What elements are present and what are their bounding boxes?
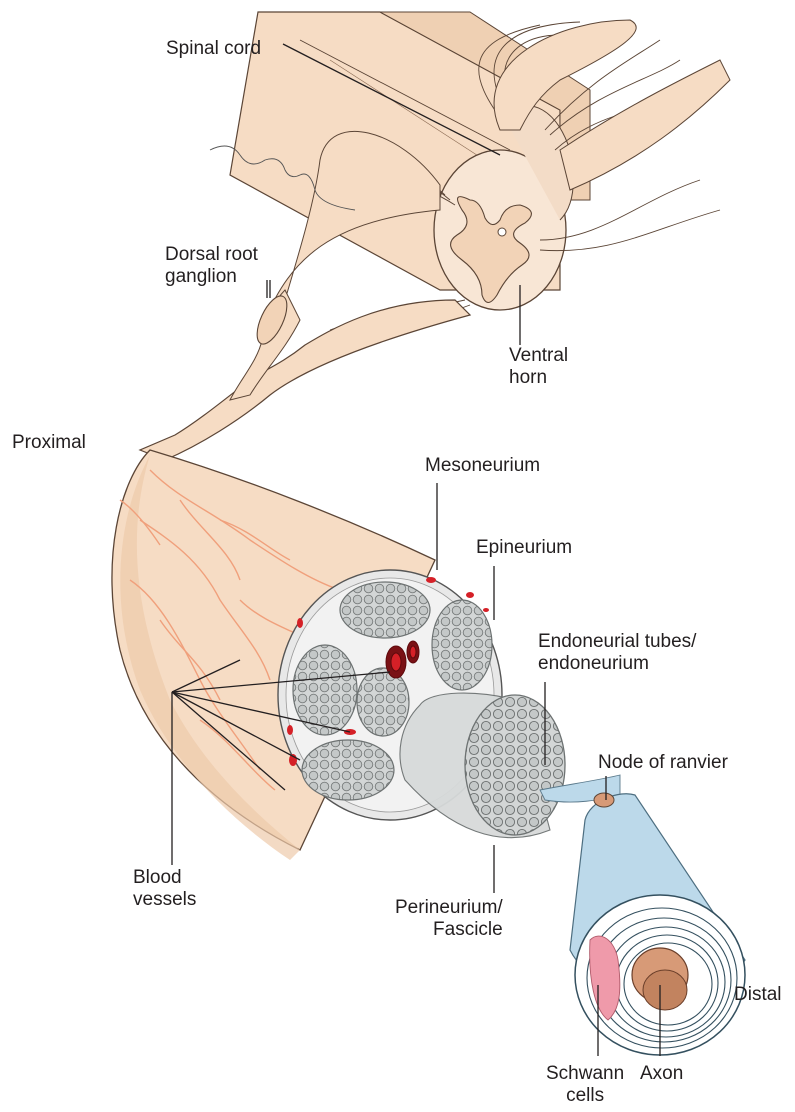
label-endo-line1: Endoneurial tubes/ — [538, 631, 696, 653]
label-ventral-line2: horn — [509, 367, 568, 389]
label-blood-line1: Blood — [133, 867, 196, 889]
label-epineurium: Epineurium — [476, 537, 572, 559]
spinal-nerve — [140, 300, 470, 460]
central-canal — [498, 228, 506, 236]
fascicle — [432, 600, 492, 690]
label-axon: Axon — [640, 1063, 683, 1085]
label-schwann-line2: cells — [546, 1085, 624, 1107]
label-peri-line1: Perineurium/ — [395, 897, 503, 919]
label-endoneurial-tubes: Endoneurial tubes/ endoneurium — [538, 631, 696, 675]
nerve-fibre — [540, 775, 745, 1055]
label-proximal-text: Proximal — [12, 432, 86, 454]
label-mesoneurium-text: Mesoneurium — [425, 455, 540, 477]
fascicle — [357, 668, 409, 736]
label-distal-text: Distal — [734, 984, 782, 1006]
label-epineurium-text: Epineurium — [476, 537, 572, 559]
fascicle — [340, 582, 430, 638]
label-endo-line2: endoneurium — [538, 653, 696, 675]
label-schwann-cells: Schwann cells — [546, 1063, 624, 1107]
label-node-text: Node of ranvier — [598, 752, 728, 774]
label-proximal: Proximal — [12, 432, 86, 454]
label-peri-line2: Fascicle — [395, 919, 503, 941]
label-axon-text: Axon — [640, 1063, 683, 1085]
label-drg-line1: Dorsal root — [165, 244, 258, 266]
label-blood-line2: vessels — [133, 889, 196, 911]
fascicle — [302, 740, 394, 800]
label-ventral-line1: Ventral — [509, 345, 568, 367]
label-drg-line2: ganglion — [165, 266, 258, 288]
label-perineurium-fascicle: Perineurium/ Fascicle — [395, 897, 503, 941]
label-mesoneurium: Mesoneurium — [425, 455, 540, 477]
label-blood-vessels: Blood vessels — [133, 867, 196, 911]
fascicle-end-face — [465, 695, 565, 835]
node-of-ranvier-marker — [594, 793, 614, 807]
label-ventral-horn: Ventral horn — [509, 345, 568, 389]
label-spinal-cord-text: Spinal cord — [166, 38, 261, 60]
label-spinal-cord: Spinal cord — [166, 38, 261, 60]
label-node-of-ranvier: Node of ranvier — [598, 752, 728, 774]
label-schwann-line1: Schwann — [546, 1063, 624, 1085]
fascicle-cylinder — [400, 693, 565, 838]
label-distal: Distal — [734, 984, 782, 1006]
label-dorsal-root-ganglion: Dorsal root ganglion — [165, 244, 258, 288]
